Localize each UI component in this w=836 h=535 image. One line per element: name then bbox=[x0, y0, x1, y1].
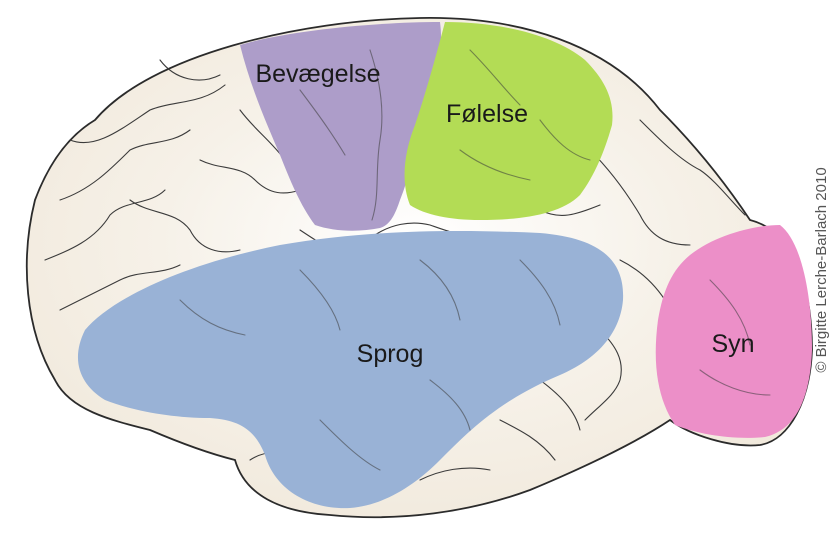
label-vision: Syn bbox=[711, 330, 754, 358]
copyright-text: © Birgitte Lerche-Barlach 2010 bbox=[813, 167, 830, 372]
label-sensation: Følelse bbox=[446, 100, 528, 128]
label-language: Sprog bbox=[357, 340, 424, 368]
label-movement: Bevægelse bbox=[255, 60, 380, 88]
